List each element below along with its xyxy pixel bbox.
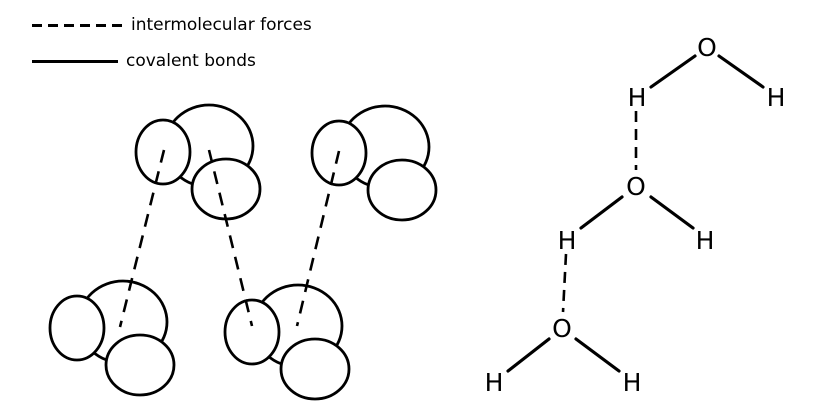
covalent-bond-line xyxy=(574,337,621,373)
legend-item-covalent-bonds: covalent bonds xyxy=(32,49,312,74)
hydrogen-bond-line xyxy=(561,253,568,313)
hydrogen-atom-circle xyxy=(366,158,438,222)
atom-label: O xyxy=(697,33,717,62)
atom-label: H xyxy=(623,368,642,397)
legend: intermolecular forces covalent bonds xyxy=(32,13,312,74)
legend-item-intermolecular-forces: intermolecular forces xyxy=(32,13,312,38)
legend-label: intermolecular forces xyxy=(131,15,312,35)
dashed-line-swatch xyxy=(32,24,123,27)
covalent-bond-line xyxy=(717,54,765,89)
intermolecular-force-line xyxy=(118,149,166,328)
hydrogen-atom-circle xyxy=(104,333,176,397)
atom-label: O xyxy=(552,314,572,343)
water-molecule-structural: O H H xyxy=(485,314,642,397)
water-molecule-space-filling xyxy=(48,279,176,397)
covalent-bond-line xyxy=(649,54,697,89)
legend-label: covalent bonds xyxy=(126,51,256,71)
covalent-bond-line xyxy=(579,195,624,230)
water-molecule-space-filling xyxy=(134,103,262,221)
covalent-bond-line xyxy=(506,337,551,373)
atom-label: H xyxy=(767,83,786,112)
atom-label: H xyxy=(558,226,577,255)
intermolecular-force-line xyxy=(207,149,254,327)
atom-label: O xyxy=(626,172,646,201)
water-molecule-space-filling xyxy=(310,104,438,222)
hydrogen-atom-circle xyxy=(190,157,262,221)
intermolecular-force-line xyxy=(295,150,341,327)
atom-label: H xyxy=(628,83,647,112)
water-molecule-structural: O H H xyxy=(558,172,715,255)
hydrogen-atom-circle xyxy=(48,294,106,362)
covalent-bond-line xyxy=(649,195,695,230)
atom-label: H xyxy=(485,368,504,397)
hydrogen-atom-circle xyxy=(279,337,351,401)
solid-line-swatch xyxy=(32,60,118,63)
water-molecule-space-filling xyxy=(223,283,351,401)
hydrogen-atom-circle xyxy=(223,298,281,366)
water-molecule-structural: O H H xyxy=(628,33,786,112)
atom-label: H xyxy=(696,226,715,255)
